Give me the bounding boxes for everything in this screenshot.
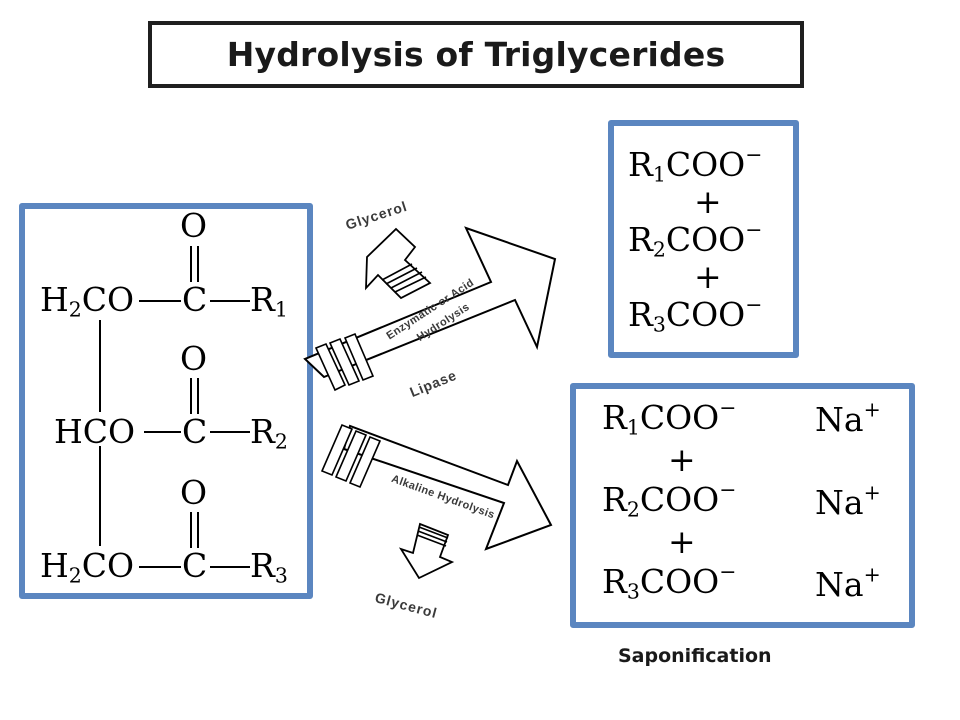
ester-row-2-oxygen: O (180, 339, 208, 378)
salt-na-3: Na+ (815, 562, 881, 604)
title-box: Hydrolysis of Triglycerides (148, 21, 804, 88)
ester-row-3-carbonyl-carbon: C (182, 546, 208, 585)
salt-r3-coo: R3COO− (602, 559, 737, 604)
ester-row-2-bond-left (144, 431, 181, 433)
salt-r1-coo: R1COO− (602, 395, 737, 440)
ester-row-1-r-group: R1 (250, 280, 288, 322)
ester-row-3-oxygen: O (180, 473, 208, 512)
ester-row-3-double-bond-2 (197, 512, 199, 548)
glycerol-label-lower: Glycerol (373, 589, 439, 621)
ion-plus-1: + (694, 182, 722, 221)
ester-row-1-double-bond-2 (197, 246, 199, 282)
alkaline-hydrolysis-arrow (320, 423, 553, 551)
glycerol-release-arrow-down (398, 522, 455, 580)
ester-row-1-bond-left (139, 300, 181, 302)
ester-row-1-glycerol-carbon: H2CO (40, 280, 135, 322)
ester-row-1-oxygen: O (180, 206, 208, 245)
ester-row-2-carbonyl-carbon: C (182, 412, 208, 451)
ester-row-1-bond-right (210, 300, 250, 302)
salt-plus-1: + (668, 440, 696, 479)
salt-na-2: Na+ (815, 480, 881, 522)
ion-plus-2: + (694, 257, 722, 296)
salt-r2-coo: R2COO− (602, 477, 737, 522)
ester-row-2-bond-right (210, 431, 250, 433)
ester-row-1-carbonyl-carbon: C (182, 280, 208, 319)
ester-row-3-double-bond (190, 512, 192, 548)
ester-row-2-double-bond (190, 378, 192, 414)
page-title: Hydrolysis of Triglycerides (226, 35, 726, 74)
glycerol-label-upper: Glycerol (344, 198, 410, 233)
backbone-line-upper (99, 320, 101, 412)
ester-row-3-r-group: R3 (250, 546, 288, 588)
ion-r3-coo: R3COO− (628, 292, 763, 337)
backbone-line-lower (99, 446, 101, 546)
acid-hydrolysis-arrow (303, 226, 557, 392)
ester-row-3-bond-right (210, 566, 250, 568)
carboxylate-ions-panel (608, 120, 799, 358)
ion-r2-coo: R2COO− (628, 217, 763, 262)
ester-row-1-double-bond (190, 246, 192, 282)
ester-row-2-glycerol-carbon: HCO (54, 412, 136, 451)
salt-plus-2: + (668, 522, 696, 561)
ester-row-3-glycerol-carbon: H2CO (40, 546, 135, 588)
triglyceride-panel (19, 203, 313, 599)
salt-na-1: Na+ (815, 397, 881, 439)
soap-salts-panel (570, 383, 915, 628)
lipase-label: Lipase (407, 367, 459, 400)
glycerol-release-arrow-up (365, 227, 432, 300)
ester-row-2-r-group: R2 (250, 412, 288, 454)
ester-row-3-bond-left (139, 566, 181, 568)
saponification-label: Saponification (618, 645, 772, 667)
ester-row-2-double-bond-2 (197, 378, 199, 414)
ion-r1-coo: R1COO− (628, 142, 763, 187)
